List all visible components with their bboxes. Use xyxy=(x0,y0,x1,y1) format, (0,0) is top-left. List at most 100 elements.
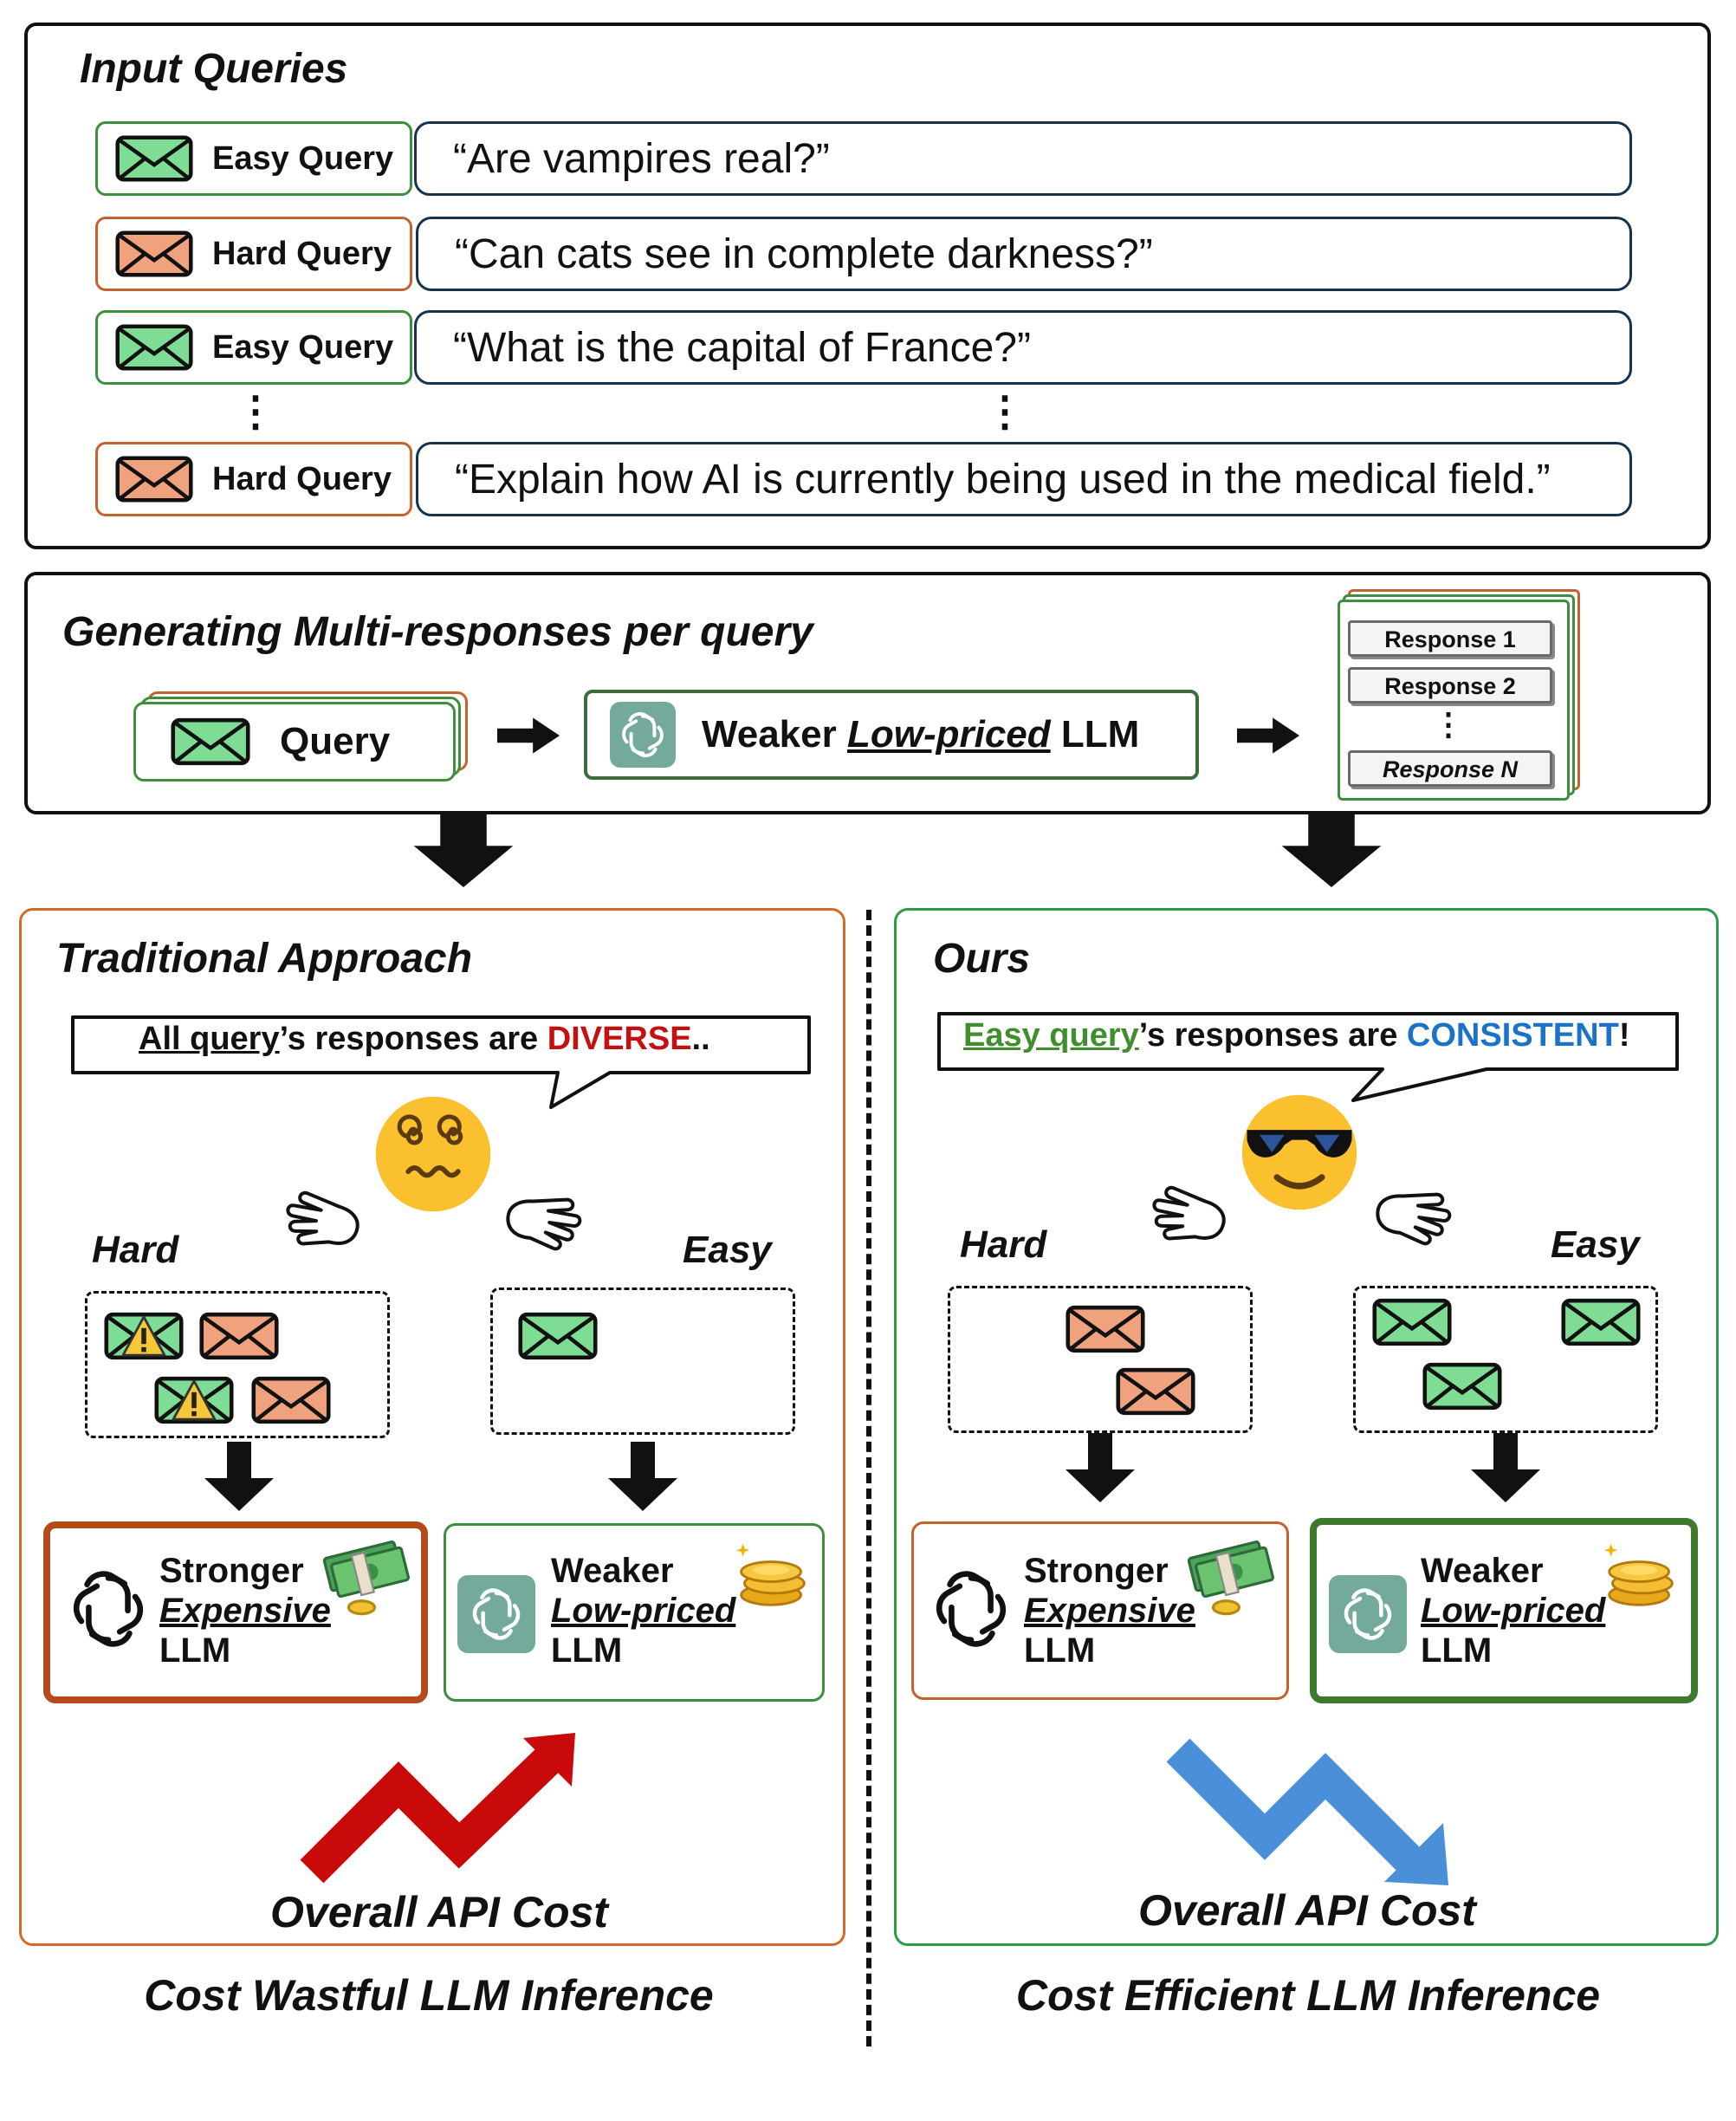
arrow-down-icon xyxy=(204,1442,274,1511)
traditional-caption: Cost Wastful LLM Inference xyxy=(144,1971,714,2020)
hand-icon xyxy=(275,1174,370,1255)
query-label: Query xyxy=(280,720,391,762)
query-text: “Can cats see in complete darkness?” xyxy=(455,230,1153,277)
envelope-icon xyxy=(115,230,193,277)
query-tag-hard: Hard Query xyxy=(95,217,412,291)
arrow-down-icon xyxy=(407,813,520,887)
hard-label: Hard xyxy=(92,1229,179,1271)
bubble-subject: Easy query xyxy=(963,1017,1139,1054)
arrow-right-icon xyxy=(497,717,560,754)
bubble-middle: ’s responses are xyxy=(1138,1017,1407,1054)
hand-icon xyxy=(1141,1169,1236,1249)
query-tag-easy: Easy Query xyxy=(95,310,412,385)
bubble-subject: All query xyxy=(139,1021,280,1057)
llm-line3: LLM xyxy=(1024,1631,1096,1670)
generation-title: Generating Multi-responses per query xyxy=(62,609,813,655)
trend-up-icon xyxy=(300,1733,575,1884)
weaker-llm-box: Weaker Low-priced LLM xyxy=(584,690,1199,780)
bubble-text: Easy query’s responses are CONSISTENT! xyxy=(963,1017,1629,1054)
llm-line1: Stronger xyxy=(159,1552,304,1590)
query-text-box: “Explain how AI is currently being used … xyxy=(416,442,1632,516)
easy-label: Easy xyxy=(1551,1223,1640,1266)
openai-logo-icon xyxy=(1329,1575,1407,1653)
easy-query-group xyxy=(490,1288,795,1435)
openai-logo-icon xyxy=(68,1568,149,1650)
coins-icon xyxy=(731,1535,814,1610)
query-card: Query xyxy=(133,702,456,782)
envelope-icon xyxy=(1116,1367,1195,1416)
query-tag-hard: Hard Query xyxy=(95,442,412,516)
openai-logo-icon xyxy=(930,1568,1012,1650)
response-item: Response 1 xyxy=(1348,620,1552,657)
money-icon xyxy=(322,1535,416,1618)
envelope-icon xyxy=(154,1376,234,1424)
query-tag-label: Hard Query xyxy=(212,460,392,497)
weaker-llm-text: Weaker Low-priced LLM xyxy=(551,1551,735,1670)
llm-line2: Expensive xyxy=(1024,1592,1195,1630)
stronger-llm-text: Stronger Expensive LLM xyxy=(159,1551,331,1670)
envelope-icon xyxy=(115,456,193,503)
query-tag-label: Hard Query xyxy=(212,235,392,272)
ours-title: Ours xyxy=(933,936,1031,982)
ours-caption: Cost Efficient LLM Inference xyxy=(1015,1971,1601,2020)
response-item: Response 2 xyxy=(1348,667,1552,704)
weaker-llm-text: Weaker Low-priced LLM xyxy=(1421,1551,1605,1670)
dizzy-face-icon xyxy=(375,1096,491,1212)
response-item: Response N xyxy=(1348,750,1552,787)
bubble-keyword: CONSISTENT xyxy=(1406,1017,1619,1054)
ellipsis: ⋮ xyxy=(235,389,276,435)
coins-icon xyxy=(1599,1535,1682,1610)
llm-line1: Weaker xyxy=(1421,1552,1544,1590)
traditional-title: Traditional Approach xyxy=(56,936,473,982)
easy-label: Easy xyxy=(683,1229,772,1271)
bubble-end: .. xyxy=(691,1021,710,1057)
ellipsis: ⋮ xyxy=(984,389,1026,435)
envelope-icon xyxy=(104,1312,184,1360)
input-queries-title: Input Queries xyxy=(80,46,348,92)
query-text: “Are vampires real?” xyxy=(453,135,830,182)
envelope-icon xyxy=(1372,1298,1452,1346)
llm-prefix: Weaker xyxy=(702,713,837,756)
divider-line xyxy=(866,910,871,2046)
llm-line1: Weaker xyxy=(551,1552,674,1590)
cool-face-icon xyxy=(1241,1094,1357,1210)
bubble-text: All query’s responses are DIVERSE.. xyxy=(139,1021,710,1058)
bubble-end: ! xyxy=(1618,1017,1630,1054)
bubble-keyword: DIVERSE xyxy=(547,1021,692,1057)
arrow-down-icon xyxy=(1066,1433,1135,1502)
cost-label: Overall API Cost xyxy=(270,1888,608,1936)
llm-line3: LLM xyxy=(159,1631,231,1670)
openai-logo-icon xyxy=(457,1575,535,1653)
envelope-icon xyxy=(1561,1298,1641,1346)
openai-logo-icon xyxy=(610,702,676,768)
speech-bubble xyxy=(937,1012,1679,1102)
envelope-icon xyxy=(171,717,250,766)
envelope-icon xyxy=(115,324,193,371)
llm-line3: LLM xyxy=(1421,1631,1493,1670)
cost-label: Overall API Cost xyxy=(1138,1886,1476,1935)
llm-line2: Low-priced xyxy=(551,1592,736,1630)
hard-label: Hard xyxy=(960,1223,1047,1266)
query-text-box: “What is the capital of France?” xyxy=(414,310,1632,385)
llm-line2: Low-priced xyxy=(1421,1592,1606,1630)
bubble-middle: ’s responses are xyxy=(279,1021,547,1057)
stronger-llm-text: Stronger Expensive LLM xyxy=(1024,1551,1195,1670)
trend-down-icon xyxy=(1166,1738,1448,1885)
arrow-down-icon xyxy=(1471,1433,1540,1502)
query-text-box: “Are vampires real?” xyxy=(414,121,1632,196)
arrow-down-icon xyxy=(608,1442,677,1511)
query-text: “What is the capital of France?” xyxy=(453,324,1031,371)
query-tag-label: Easy Query xyxy=(212,139,394,177)
query-tag-easy: Easy Query xyxy=(95,121,412,196)
llm-line1: Stronger xyxy=(1024,1552,1169,1590)
llm-emph: Low-priced xyxy=(846,713,1051,756)
envelope-icon xyxy=(115,135,193,182)
envelope-icon xyxy=(251,1376,331,1424)
llm-line2: Expensive xyxy=(159,1592,331,1630)
query-text-box: “Can cats see in complete darkness?” xyxy=(416,217,1632,291)
envelope-icon xyxy=(199,1312,279,1360)
envelope-icon xyxy=(1066,1305,1145,1353)
money-icon xyxy=(1187,1535,1280,1618)
llm-line3: LLM xyxy=(551,1631,623,1670)
envelope-icon xyxy=(1422,1362,1502,1411)
